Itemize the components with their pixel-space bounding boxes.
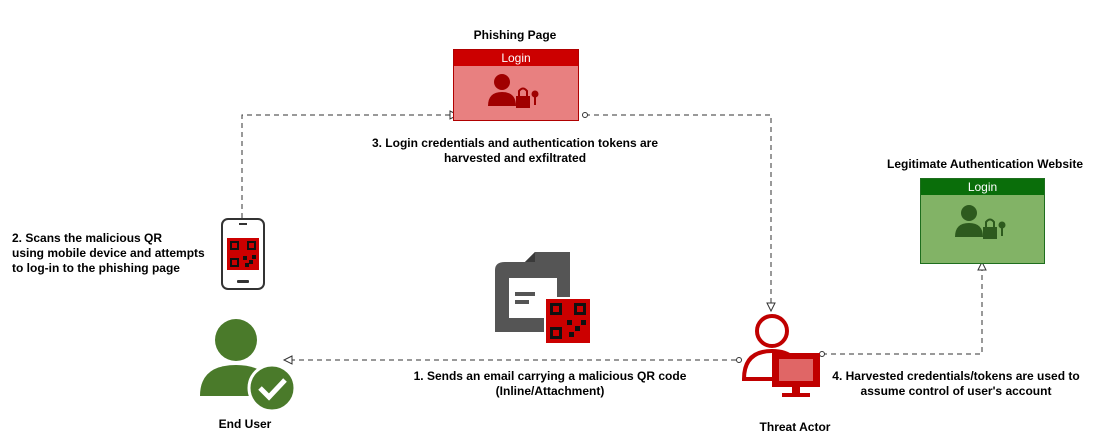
qr-code-icon <box>544 297 592 345</box>
user-check-icon <box>200 319 297 413</box>
connector-phone-to-phishing <box>241 114 450 218</box>
mobile-phone-icon <box>221 218 265 290</box>
arrowhead-actor <box>766 302 776 313</box>
arrowhead-legit <box>977 260 987 271</box>
legit-site-window: Login <box>920 178 1045 264</box>
qr-code-icon <box>227 238 259 270</box>
legit-login-label: Login <box>921 179 1044 195</box>
phishing-page-title: Phishing Page <box>473 28 557 42</box>
user-lock-icon <box>488 74 539 108</box>
threat-actor-label: Threat Actor <box>759 420 831 434</box>
step3-label: 3. Login credentials and authentication … <box>371 136 659 165</box>
step2-label: 2. Scans the malicious QR using mobile d… <box>12 231 205 275</box>
user-lock-icon <box>955 205 1006 239</box>
arrowhead-user <box>282 355 293 365</box>
phishing-page-window: Login <box>453 49 579 121</box>
step4-label: 4. Harvested credentials/tokens are used… <box>832 369 1080 398</box>
end-user-label: End User <box>218 417 272 431</box>
connector-actor-to-legit <box>822 268 983 355</box>
step1-label: 1. Sends an email carrying a malicious Q… <box>413 369 687 398</box>
phishing-login-label: Login <box>454 50 578 66</box>
hacker-computer-icon <box>741 314 820 397</box>
legit-site-title: Legitimate Authentication Website <box>886 157 1084 171</box>
email-icon <box>495 252 592 345</box>
